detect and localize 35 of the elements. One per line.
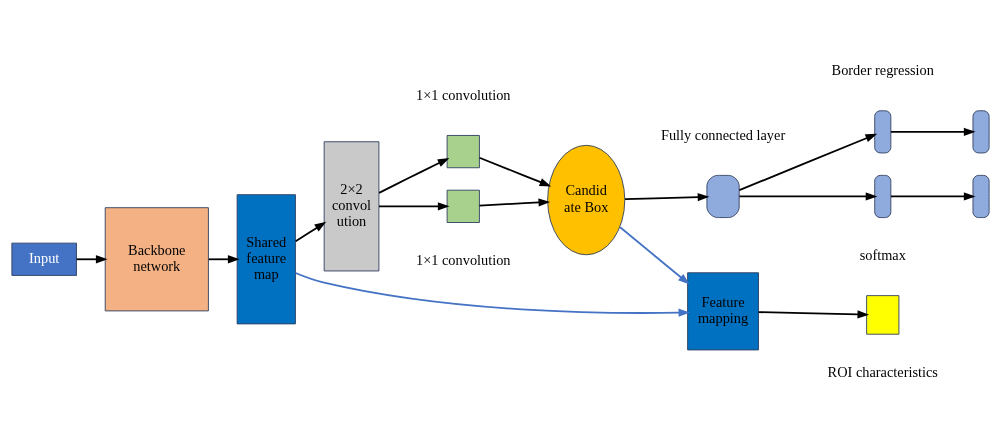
arrow [738, 192, 878, 201]
arrow [294, 272, 691, 317]
arrow [478, 156, 552, 187]
node-label: 1×1 convolution [415, 87, 511, 104]
arrow [890, 192, 976, 201]
node-box [874, 174, 892, 218]
node-label: Fully connected layer [660, 126, 786, 143]
arrow [890, 127, 976, 136]
arrow [294, 221, 327, 243]
node-box [706, 174, 740, 218]
node-box [874, 110, 892, 154]
arrow [378, 202, 450, 211]
label: Border regression [831, 62, 934, 79]
node-box: Shared feature map [236, 194, 296, 325]
node-ellipse: Candid ate Box [547, 144, 626, 256]
node-box [446, 189, 480, 223]
arrow [207, 255, 240, 264]
arrow [75, 255, 108, 264]
node-box [972, 110, 990, 154]
node-box [446, 135, 480, 169]
arrow [619, 226, 690, 285]
node-box: 2×2 convol ution [323, 141, 380, 272]
node-box [866, 295, 900, 335]
arrow [624, 193, 710, 202]
arrow [738, 133, 878, 192]
label: softmax [859, 247, 906, 264]
node-label: 1×1 convolution [415, 251, 511, 268]
node-box: Backbone network [104, 207, 209, 312]
arrow [478, 198, 551, 207]
node-box [972, 174, 990, 218]
node-box: Input [11, 242, 77, 276]
arrow [378, 157, 450, 194]
arrow [757, 310, 870, 319]
node-box: Feature mapping [687, 272, 759, 351]
node-label: ROI characteristics [827, 363, 938, 380]
